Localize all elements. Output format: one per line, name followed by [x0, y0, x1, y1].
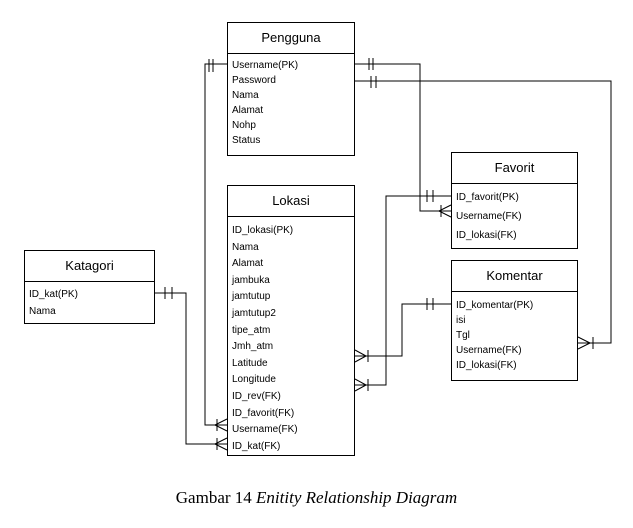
- attribute: tipe_atm: [232, 324, 271, 336]
- entity-lokasi: Lokasi ID_lokasi(PK) Nama Alamat jambuka…: [227, 185, 355, 456]
- attribute: jamtutup2: [232, 307, 276, 319]
- connector-komentar-lokasi: [355, 303, 451, 357]
- entity-pengguna: Pengguna Username(PK) Password Nama Alam…: [227, 22, 355, 156]
- attribute-list: ID_lokasi(PK) Nama Alamat jambuka jamtut…: [228, 217, 354, 455]
- attribute: ID_rev(FK): [232, 390, 281, 402]
- caption-title: Enitity Relationship Diagram: [256, 488, 458, 507]
- attribute: Nama: [29, 306, 56, 317]
- attribute: ID_favorit(PK): [456, 192, 519, 203]
- attribute: Username(FK): [232, 424, 298, 436]
- connector-pengguna-lokasi: [204, 63, 227, 426]
- connector-pengguna-komentar: [355, 80, 612, 344]
- entity-komentar: Komentar ID_komentar(PK) isi Tgl Usernam…: [451, 260, 578, 381]
- attribute: ID_kat(FK): [232, 440, 281, 452]
- attribute: ID_lokasi(FK): [456, 360, 517, 371]
- attribute: Latitude: [232, 357, 268, 369]
- attribute: Username(FK): [456, 211, 522, 222]
- attribute: jambuka: [232, 274, 270, 286]
- attribute: ID_komentar(PK): [456, 300, 534, 311]
- attribute: Nohp: [232, 120, 256, 131]
- attribute: Username(PK): [232, 60, 299, 71]
- entity-title: Katagori: [25, 251, 154, 282]
- entity-favorit: Favorit ID_favorit(PK) Username(FK) ID_l…: [451, 152, 578, 249]
- attribute: jamtutup: [232, 291, 271, 303]
- attribute: Nama: [232, 90, 259, 101]
- attribute: ID_lokasi(FK): [456, 230, 517, 241]
- caption-prefix: Gambar 14: [175, 488, 257, 507]
- attribute: ID_favorit(FK): [232, 407, 295, 419]
- attribute: Longitude: [232, 374, 276, 386]
- attribute: Nama: [232, 241, 259, 253]
- attribute: ID_lokasi(PK): [232, 225, 294, 236]
- attribute-list: ID_kat(PK) Nama: [25, 282, 154, 320]
- attribute: Alamat: [232, 258, 264, 270]
- entity-title: Favorit: [452, 153, 577, 184]
- attribute: Username(FK): [456, 345, 522, 356]
- entity-title: Komentar: [452, 261, 577, 292]
- entity-title: Pengguna: [228, 23, 354, 54]
- attribute: isi: [456, 315, 466, 326]
- attribute: Alamat: [232, 105, 264, 116]
- entity-katagori: Katagori ID_kat(PK) Nama: [24, 250, 155, 324]
- attribute: ID_kat(PK): [29, 289, 78, 300]
- attribute-list: ID_favorit(PK) Username(FK) ID_lokasi(FK…: [452, 184, 577, 245]
- attribute: Status: [232, 135, 261, 146]
- attribute-list: ID_komentar(PK) isi Tgl Username(FK) ID_…: [452, 292, 577, 373]
- connector-favorit-lokasi: [355, 195, 451, 386]
- attribute: Jmh_atm: [232, 341, 274, 353]
- connector-pengguna-favorit: [355, 63, 451, 212]
- connector-katagori-lokasi: [155, 292, 227, 445]
- entity-title: Lokasi: [228, 186, 354, 217]
- attribute-list: Username(PK) Password Nama Alamat Nohp S…: [228, 54, 354, 148]
- attribute: Password: [232, 75, 276, 86]
- attribute: Tgl: [456, 330, 470, 341]
- figure-caption: Gambar 14 Enitity Relationship Diagram: [0, 488, 633, 508]
